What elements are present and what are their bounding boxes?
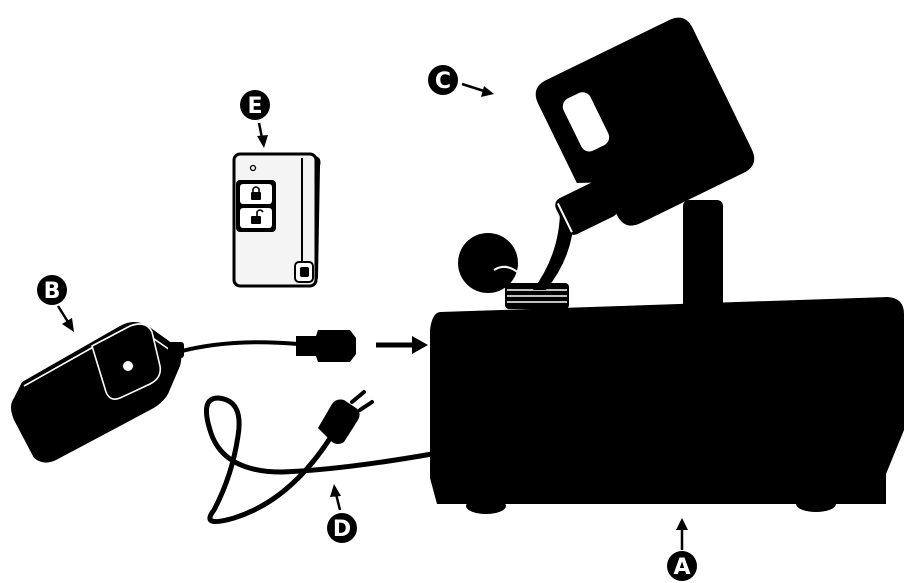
power-cord-line	[206, 398, 432, 522]
callout-a-label: A	[673, 555, 690, 580]
callout-c-label: C	[435, 69, 451, 94]
machine-nozzle	[683, 200, 723, 310]
callout-d: D	[327, 484, 357, 543]
tank-cap	[458, 233, 518, 293]
callout-b: B	[37, 275, 74, 332]
adapter-strain-relief	[168, 342, 184, 358]
callout-e: E	[240, 90, 270, 148]
power-adapter	[11, 322, 356, 463]
machine-unit	[430, 200, 904, 514]
callout-c: C	[428, 65, 494, 97]
callout-d-label: D	[333, 517, 351, 542]
remote-control	[234, 154, 321, 286]
connection-arrow	[376, 336, 428, 354]
machine-foot-right	[796, 496, 836, 512]
callout-b-label: B	[44, 279, 61, 304]
callout-a: A	[667, 518, 697, 581]
machine-body	[430, 297, 904, 504]
power-cord	[206, 392, 432, 522]
adapter-flap-button	[123, 361, 133, 371]
remote-key-slot-inner	[300, 267, 309, 277]
adapter-connector	[296, 330, 356, 362]
power-cord-plug	[318, 392, 372, 444]
machine-foot-left	[466, 498, 506, 514]
adapter-cable	[178, 342, 298, 352]
callout-e-label: E	[247, 94, 262, 119]
